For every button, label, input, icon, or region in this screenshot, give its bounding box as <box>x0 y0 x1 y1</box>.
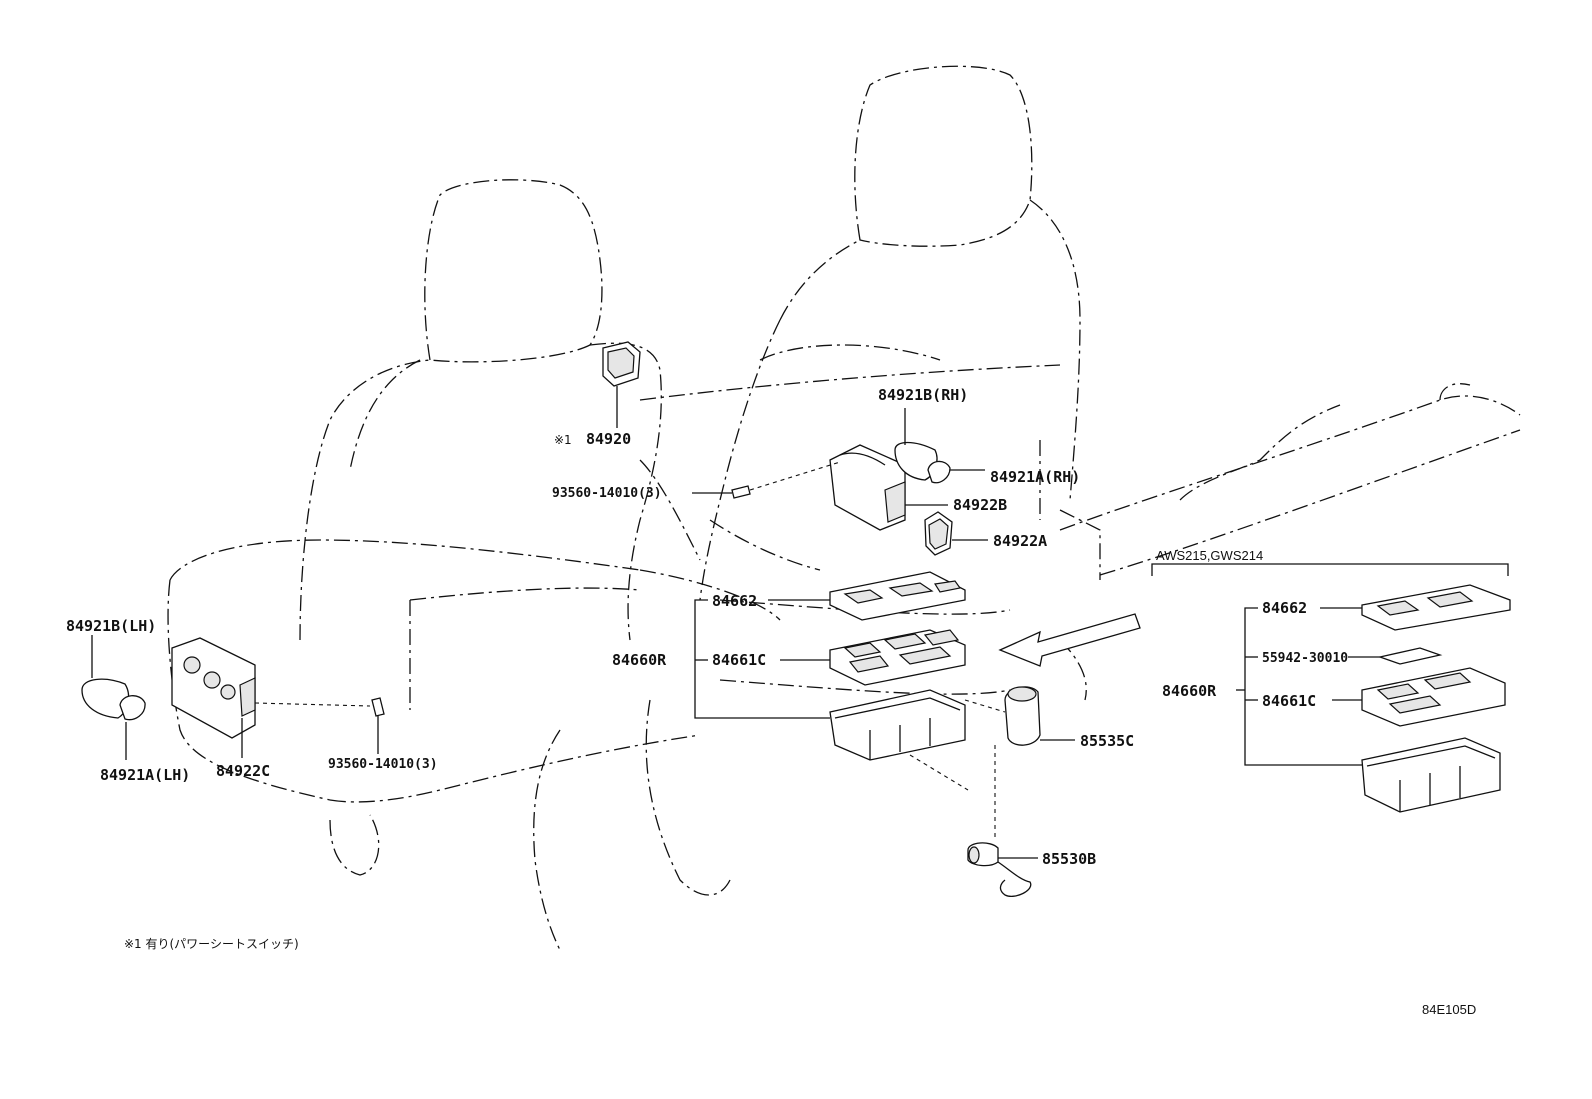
socket-85535c <box>964 686 1075 746</box>
variant-box-body <box>1361 737 1501 813</box>
knob-84921a-lh <box>119 695 146 760</box>
variant-title: AWS215,GWS214 <box>1156 548 1263 563</box>
power-seat-switch-84920 <box>602 341 641 428</box>
note-mark-1: ※1 <box>554 433 572 447</box>
bracket-84660r <box>694 599 830 719</box>
label-variant-84660r: 84660R <box>1162 682 1217 700</box>
label-84662: 84662 <box>712 592 757 610</box>
label-85530b: 85530B <box>1042 850 1096 868</box>
console-box-body <box>829 689 966 761</box>
footnote: ※1 有り(パワーシートスイッチ) <box>124 937 299 951</box>
label-84921b-rh: 84921B(RH) <box>878 386 968 404</box>
socket-85530b <box>909 745 1038 897</box>
direction-arrow <box>998 613 1141 667</box>
label-84922c: 84922C <box>216 762 270 780</box>
right-seat-outline <box>533 65 1521 951</box>
label-84921a-lh: 84921A(LH) <box>100 766 190 784</box>
label-84660r: 84660R <box>612 651 667 669</box>
switch-bracket-84922b-assy <box>829 444 948 531</box>
variant-lid <box>1361 584 1511 631</box>
label-84922b: 84922B <box>953 496 1007 514</box>
console-lid-84662 <box>829 571 966 621</box>
variant-tray <box>1361 667 1506 727</box>
label-93560-bottom: 93560-14010(3) <box>328 757 438 772</box>
label-85535c: 85535C <box>1080 732 1134 750</box>
label-93560-top: 93560-14010(3) <box>552 486 662 501</box>
console-tray-84661c <box>829 629 966 686</box>
label-variant-84661c: 84661C <box>1262 692 1316 710</box>
label-84920: 84920 <box>586 430 631 448</box>
screw-93560-bottom <box>371 697 385 754</box>
switch-84922a <box>924 511 988 556</box>
label-84661c: 84661C <box>712 651 766 669</box>
left-seat-outline <box>167 179 781 876</box>
diagram-code: 84E105D <box>1422 1002 1476 1017</box>
variant-gasket-55942 <box>1377 647 1443 665</box>
label-variant-84662: 84662 <box>1262 599 1307 617</box>
screw-93560-top <box>692 461 841 499</box>
switch-assy-84922c <box>171 637 371 758</box>
label-84921b-lh: 84921B(LH) <box>66 617 156 635</box>
label-84922a: 84922A <box>993 532 1047 550</box>
label-variant-55942: 55942-30010 <box>1262 651 1348 666</box>
knob-84921a-rh <box>927 460 985 484</box>
variant-bracket <box>1151 563 1509 766</box>
label-84921a-rh: 84921A(RH) <box>990 468 1080 486</box>
